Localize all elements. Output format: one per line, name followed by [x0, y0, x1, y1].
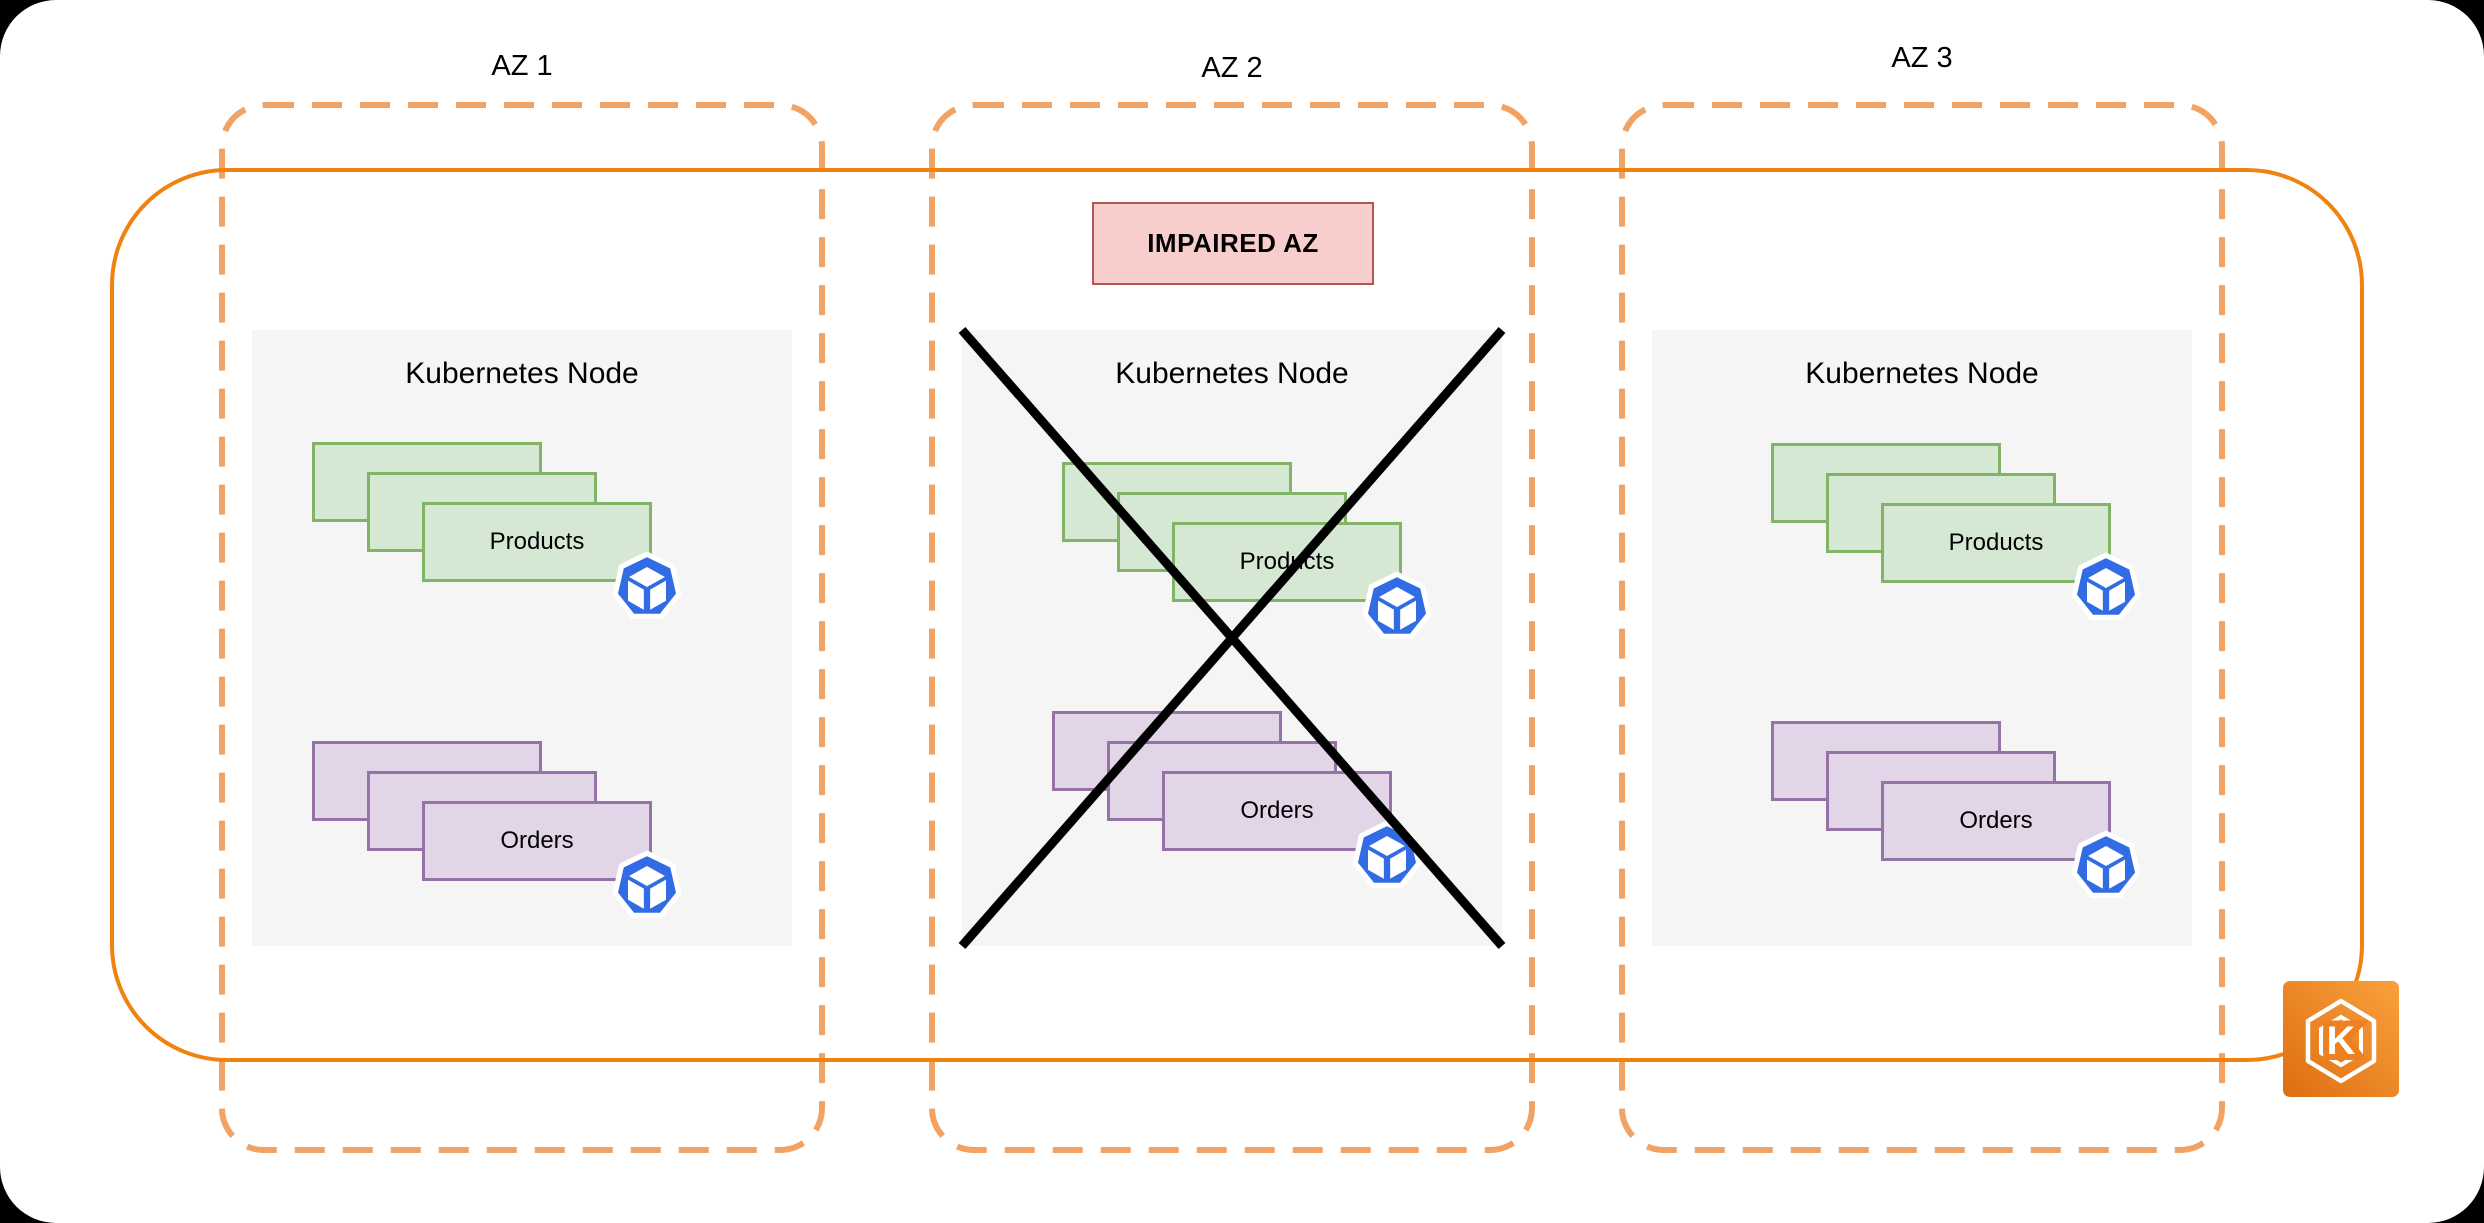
pod-replica-front: Products — [422, 502, 652, 582]
pod-replica-front: Products — [1881, 503, 2111, 583]
kubernetes-pod-icon — [1352, 820, 1422, 889]
az2-label: AZ 2 — [1201, 52, 1263, 84]
kubernetes-pod-icon — [2071, 552, 2141, 621]
az1-label: AZ 1 — [491, 50, 553, 82]
az1-orders-pod-stack: Orders — [312, 741, 682, 919]
az1-kubernetes-node: Kubernetes Node Products Orders — [252, 330, 792, 946]
kubernetes-pod-icon — [612, 850, 682, 919]
kubernetes-pod-icon — [612, 551, 682, 620]
az3-products-pod-stack: Products — [1771, 443, 2141, 621]
az3-label: AZ 3 — [1891, 42, 1953, 74]
eks-icon-letter: K — [2327, 1019, 2356, 1063]
az3-orders-pod-stack: Orders — [1771, 721, 2141, 899]
az2-kubernetes-node: Kubernetes Node Products Orders — [962, 330, 1502, 946]
node-title: Kubernetes Node — [1805, 357, 2039, 390]
pod-replica-front: Orders — [1881, 781, 2111, 861]
az3-kubernetes-node: Kubernetes Node Products Orders — [1652, 330, 2192, 946]
kubernetes-pod-icon — [1362, 571, 1432, 640]
impaired-az-badge: IMPAIRED AZ — [1092, 202, 1374, 285]
node-title: Kubernetes Node — [405, 357, 639, 390]
eks-kubernetes-icon: K — [2283, 981, 2399, 1097]
pod-replica-front: Orders — [422, 801, 652, 881]
az2-products-pod-stack: Products — [1062, 462, 1432, 640]
az2-orders-pod-stack: Orders — [1052, 711, 1422, 889]
kubernetes-pod-icon — [2071, 830, 2141, 899]
az1-products-pod-stack: Products — [312, 442, 682, 620]
node-title: Kubernetes Node — [1115, 357, 1349, 390]
